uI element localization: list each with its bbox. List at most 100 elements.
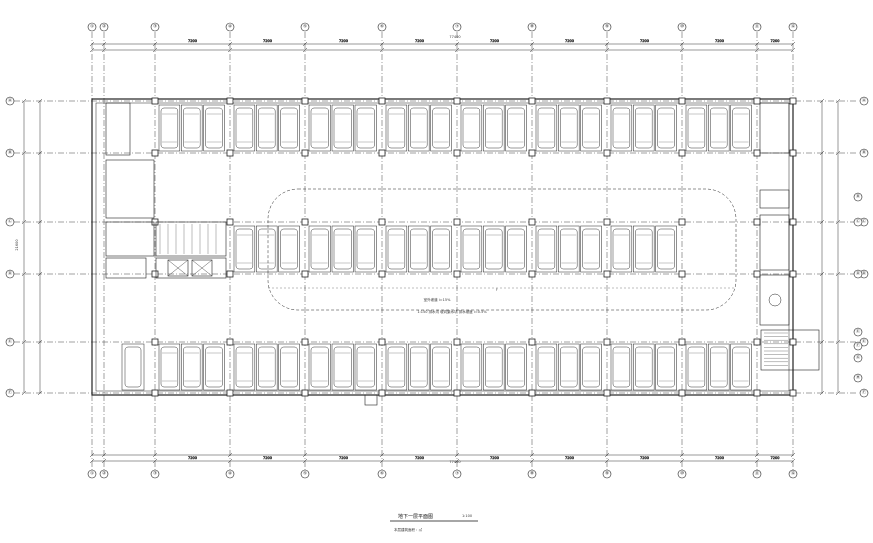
dimension-tick [819, 271, 825, 277]
dimension-tick [790, 452, 796, 458]
car-outline [560, 346, 578, 388]
grid-bubble [150, 22, 160, 32]
car-outline [432, 107, 450, 149]
dimension-tick [835, 98, 841, 104]
parking-stall [460, 225, 483, 273]
car-outline [258, 228, 276, 270]
structural-column [528, 338, 536, 346]
bay-dim-text: 7200 [771, 456, 780, 460]
structural-column [753, 270, 761, 278]
dimension-tick [790, 41, 796, 47]
car-outline [205, 107, 223, 149]
bay-dim-text: 7200 [490, 456, 499, 460]
bay-dim-text: 7200 [715, 39, 724, 43]
dimension-tick [754, 47, 760, 53]
grid-label: ⑪ [755, 470, 760, 477]
grid-bubble [677, 469, 687, 479]
structural-column [678, 97, 686, 105]
car-outline [280, 107, 298, 149]
parking-stall [233, 225, 256, 273]
structural-column [453, 389, 461, 397]
dimension-tick [37, 98, 43, 104]
car-outline [124, 346, 142, 388]
bay-dim-text: 7200 [188, 39, 197, 43]
dimension-tick [152, 47, 158, 53]
dimension-tick [152, 41, 158, 47]
car-outline [310, 228, 329, 270]
dimension-tick [227, 47, 233, 53]
structural-column [678, 389, 686, 397]
dimension-tick [379, 47, 385, 53]
grid-label: ⑨ [605, 471, 609, 477]
grid-label: Ⓒ [856, 218, 861, 225]
car-outline [310, 107, 329, 149]
grid-label: ⑫ [791, 23, 796, 30]
parking-stall [708, 104, 730, 152]
structural-column [151, 338, 159, 346]
car-outline [462, 346, 481, 388]
dimension-tick [101, 41, 107, 47]
dimension-tick [101, 458, 107, 464]
parking-stall [430, 104, 452, 152]
car-outline [582, 228, 600, 270]
structural-column [226, 338, 234, 346]
dimension-tick [37, 219, 43, 225]
car-outline [387, 228, 406, 270]
structural-column [226, 149, 234, 157]
parking-stall [580, 225, 602, 273]
dimension-tick [790, 458, 796, 464]
car-outline [462, 228, 481, 270]
structural-column [378, 270, 386, 278]
bay-dim-text: 7200 [188, 456, 197, 460]
drainage-note: 1:150 排水沟 坡向集水坑 排水坡度 i=0.5% [417, 309, 487, 314]
parking-stall [505, 225, 527, 273]
grid-bubble [5, 96, 15, 106]
parking-stall [535, 225, 558, 273]
structural-column [789, 97, 797, 105]
structural-column [378, 338, 386, 346]
parking-stall [308, 225, 331, 273]
grid-label: Ⓑ [862, 149, 867, 156]
structural-column [603, 270, 611, 278]
car-outline [710, 107, 728, 149]
dimension-tick [21, 98, 27, 104]
dimension-tick [679, 47, 685, 53]
dimension-tick [790, 47, 796, 53]
car-outline [333, 228, 352, 270]
grid-bubble [859, 96, 869, 106]
dimension-tick [152, 452, 158, 458]
parking-stall [233, 343, 256, 391]
grid-label: ④ [228, 24, 232, 30]
grid-label: Ⓔ [856, 328, 861, 335]
dimension-tick [302, 452, 308, 458]
parking-stall [256, 104, 278, 152]
dimension-texts: 77400 77400 21600 [15, 35, 461, 464]
structural-column [151, 97, 159, 105]
parking-stall [256, 225, 278, 273]
parking-stall [655, 104, 677, 152]
structural-column [678, 149, 686, 157]
bay-dim-text: 7200 [771, 39, 780, 43]
structural-column [528, 149, 536, 157]
parking-stall [385, 343, 408, 391]
car-outline [410, 346, 428, 388]
dimension-tick [89, 47, 95, 53]
elevator-cross [191, 259, 213, 277]
grid-label: Ⓔ [862, 338, 867, 345]
dimension-tick [679, 41, 685, 47]
structural-column [301, 338, 309, 346]
structural-column [301, 270, 309, 278]
car-outline [280, 346, 298, 388]
parking-stall [558, 343, 580, 391]
car-outline [635, 107, 653, 149]
grid-label: ⑥ [380, 471, 384, 477]
dimension-tick [529, 452, 535, 458]
grid-lines [14, 32, 858, 470]
dimension-tick [101, 452, 107, 458]
car-outline [560, 228, 578, 270]
grid-bubble [99, 469, 109, 479]
grid-bubble [602, 469, 612, 479]
structural-column [453, 218, 461, 226]
structural-column [753, 97, 761, 105]
grid-bubble [99, 22, 109, 32]
